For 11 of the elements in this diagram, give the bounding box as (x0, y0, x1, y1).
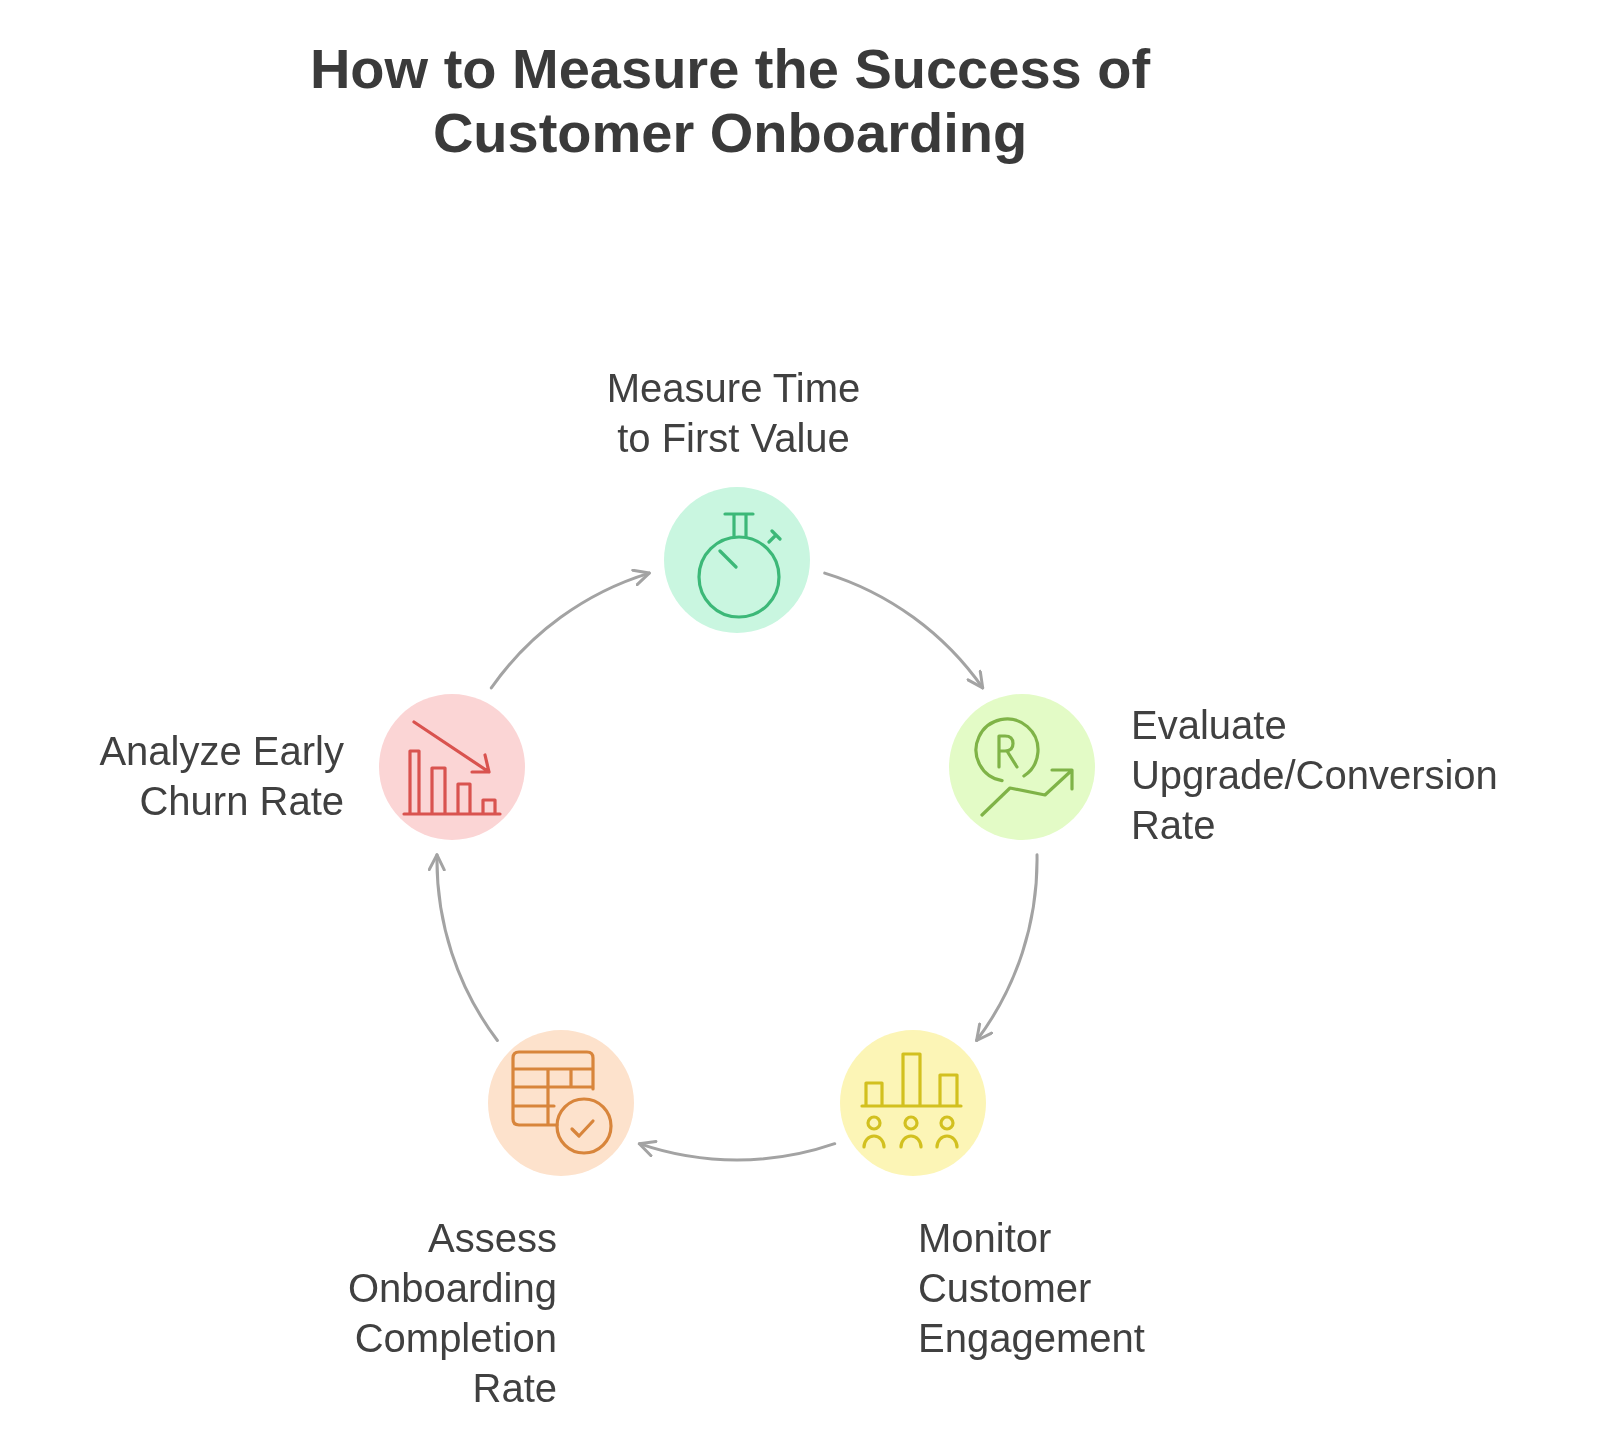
curved-arrow (975, 853, 1039, 1042)
curved-arrow (428, 853, 499, 1042)
curved-arrow (823, 571, 985, 690)
node-label: Analyze Early Churn Rate (98, 728, 344, 825)
node-label: Measure Time to First Value (605, 365, 862, 462)
diagram-title: How to Measure the Success of Customer Onboarding (308, 37, 1152, 165)
curved-arrow (637, 1139, 837, 1162)
node-label: Evaluate Upgrade/Conversion Rate (1131, 702, 1499, 849)
curved-arrow (489, 569, 651, 690)
node-label: Monitor Customer Engagement (918, 1215, 1146, 1362)
node-label: Assess Onboarding Completion Rate (346, 1215, 557, 1412)
